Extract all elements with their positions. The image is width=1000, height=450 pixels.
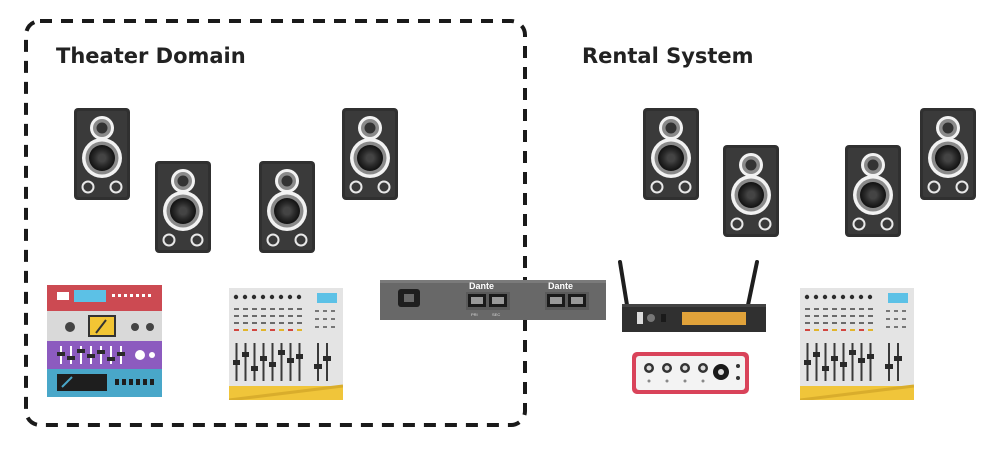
bridge-brand-left: Dante <box>469 281 494 291</box>
bridge-brand-right: Dante <box>548 281 573 291</box>
rental-mixing-console-icon <box>800 288 914 400</box>
rental-speaker-2 <box>723 145 779 237</box>
theater-speaker-4 <box>342 108 398 200</box>
dante-bridge-icon: Dante Dante PRI SEC <box>380 280 606 320</box>
rental-speaker-4 <box>920 108 976 200</box>
theater-speaker-1 <box>74 108 130 200</box>
theater-mixing-console-icon <box>229 288 343 400</box>
rental-speaker-3 <box>845 145 901 237</box>
rental-speaker-1 <box>643 108 699 200</box>
audio-interface-icon <box>632 352 749 394</box>
bridge-port-label-sec: SEC <box>492 312 500 317</box>
theater-domain-label: Theater Domain <box>56 44 246 68</box>
theater-speaker-3 <box>259 161 315 253</box>
rack-processor-icon <box>47 285 162 397</box>
rental-system-label: Rental System <box>582 44 754 68</box>
wireless-receiver-icon <box>618 260 766 332</box>
theater-domain-boundary <box>24 19 527 427</box>
bridge-port-label-pri: PRI <box>471 312 478 317</box>
theater-speaker-2 <box>155 161 211 253</box>
